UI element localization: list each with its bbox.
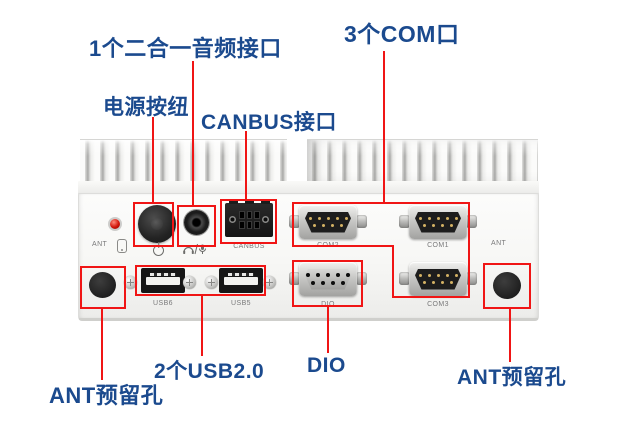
panel-label-ant-left: ANT [92, 241, 108, 248]
ant-hole-left [89, 272, 116, 298]
leader-line-usb [201, 295, 203, 356]
leader-line-power [152, 117, 154, 203]
leader-line-canbus [245, 131, 247, 200]
leader-line-ant-right [509, 307, 511, 362]
panel-label-ant-right: ANT [491, 240, 507, 247]
leader-line-audio [192, 61, 194, 206]
panel-label-usb5: USB5 [231, 300, 251, 307]
screw [205, 276, 218, 289]
panel-label-com3: COM3 [427, 301, 449, 308]
screw [263, 276, 276, 289]
usb5-port [219, 268, 263, 293]
com3-port [399, 262, 477, 296]
hdd-icon [117, 239, 127, 253]
leader-line-com [383, 51, 385, 204]
highlight-canbus [220, 199, 277, 244]
callout-power: 电源按纽 [103, 96, 189, 119]
callout-audio: 1个二合一音频接口 [89, 36, 282, 61]
heatsink-fins-left [80, 139, 287, 182]
audio-jack [184, 210, 209, 235]
panel-label-com2: COM2 [317, 242, 339, 249]
com1-port [399, 205, 477, 239]
callout-ant-left: ANT预留孔 [49, 383, 164, 408]
highlight-dio [292, 260, 363, 307]
screw [124, 276, 137, 289]
ant-hole-right [493, 272, 521, 299]
highlight-ant-right [483, 263, 531, 309]
heatsink-fins-right [307, 139, 538, 182]
highlight-usb [135, 265, 266, 296]
panel-label-usb6: USB6 [153, 300, 173, 307]
screw [183, 276, 196, 289]
leader-line-ant-left [101, 307, 103, 380]
panel-label-com1: COM1 [427, 242, 449, 249]
callout-com: 3个COM口 [344, 21, 460, 47]
usb6-port [141, 268, 185, 293]
callout-usb: 2个USB2.0 [154, 360, 265, 383]
highlight-ant-left [80, 266, 126, 309]
callout-ant-right: ANT预留孔 [457, 366, 567, 389]
com2-port [289, 205, 367, 239]
highlight-power-button [133, 202, 174, 247]
panel-label-dio: DIO [321, 301, 335, 308]
highlight-audio-jack [177, 205, 216, 247]
callout-canbus: CANBUS接口 [201, 111, 337, 134]
canbus-connector [225, 199, 273, 237]
callout-dio: DIO [307, 354, 346, 377]
power-button[interactable] [138, 205, 176, 243]
power-led [110, 219, 120, 229]
panel-label-canbus: CANBUS [233, 243, 265, 250]
leader-line-dio [327, 306, 329, 353]
